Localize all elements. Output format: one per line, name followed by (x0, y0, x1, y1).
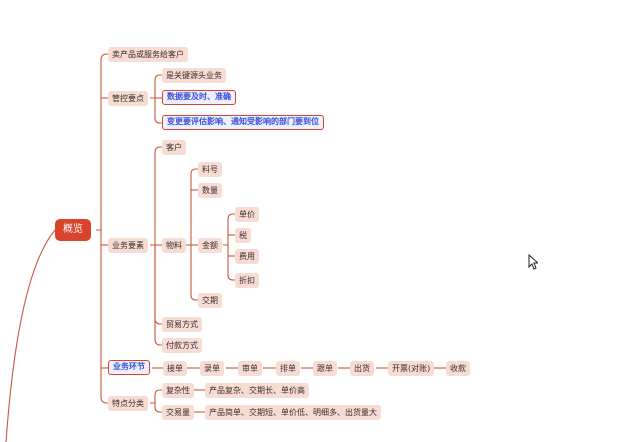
flow-step-8[interactable]: 收款 (446, 361, 470, 376)
material-part-no[interactable]: 料号 (198, 162, 222, 177)
trait-complex-desc[interactable]: 产品复杂、交期长、单价高 (205, 383, 309, 398)
material-delivery[interactable]: 交期 (198, 293, 222, 308)
root-node[interactable]: 概览 (55, 219, 91, 241)
mouse-pointer-icon (528, 254, 538, 270)
flow-step-2[interactable]: 录单 (200, 361, 224, 376)
amount-discount[interactable]: 折扣 (235, 273, 259, 288)
branch-elements[interactable]: 业务要素 (108, 238, 148, 253)
amount-fee[interactable]: 费用 (235, 249, 259, 264)
material-amount[interactable]: 金额 (198, 238, 222, 253)
element-trade[interactable]: 贸易方式 (162, 317, 202, 332)
element-payment[interactable]: 付款方式 (162, 338, 202, 353)
flow-step-6[interactable]: 出货 (350, 361, 374, 376)
flow-step-7[interactable]: 开票(对账) (388, 361, 435, 376)
amount-unit-price[interactable]: 单价 (235, 207, 259, 222)
flow-step-3[interactable]: 审单 (238, 361, 262, 376)
control-item-1[interactable]: 是关键源头业务 (162, 68, 226, 83)
control-item-2[interactable]: 数据要及时、准确 (162, 90, 236, 105)
branch-control[interactable]: 管控要点 (108, 91, 148, 106)
branch-sell[interactable]: 卖产品或服务给客户 (108, 47, 188, 62)
flow-step-5[interactable]: 跟单 (313, 361, 337, 376)
trait-complex[interactable]: 复杂性 (162, 383, 194, 398)
branch-flow[interactable]: 业务环节 (108, 360, 150, 375)
element-customer[interactable]: 客户 (162, 140, 186, 155)
branch-traits[interactable]: 特点分类 (108, 396, 148, 411)
amount-tax[interactable]: 税 (235, 228, 251, 243)
flow-step-1[interactable]: 接单 (163, 361, 187, 376)
trait-volume[interactable]: 交易量 (162, 405, 194, 420)
material-qty[interactable]: 数量 (198, 183, 222, 198)
trait-volume-desc[interactable]: 产品简单、交期短、单价低、明细多、出货量大 (205, 405, 381, 420)
control-item-3[interactable]: 变更要评估影响、通知受影响的部门要到位 (162, 115, 324, 130)
element-material[interactable]: 物料 (162, 238, 186, 253)
flow-step-4[interactable]: 排单 (276, 361, 300, 376)
